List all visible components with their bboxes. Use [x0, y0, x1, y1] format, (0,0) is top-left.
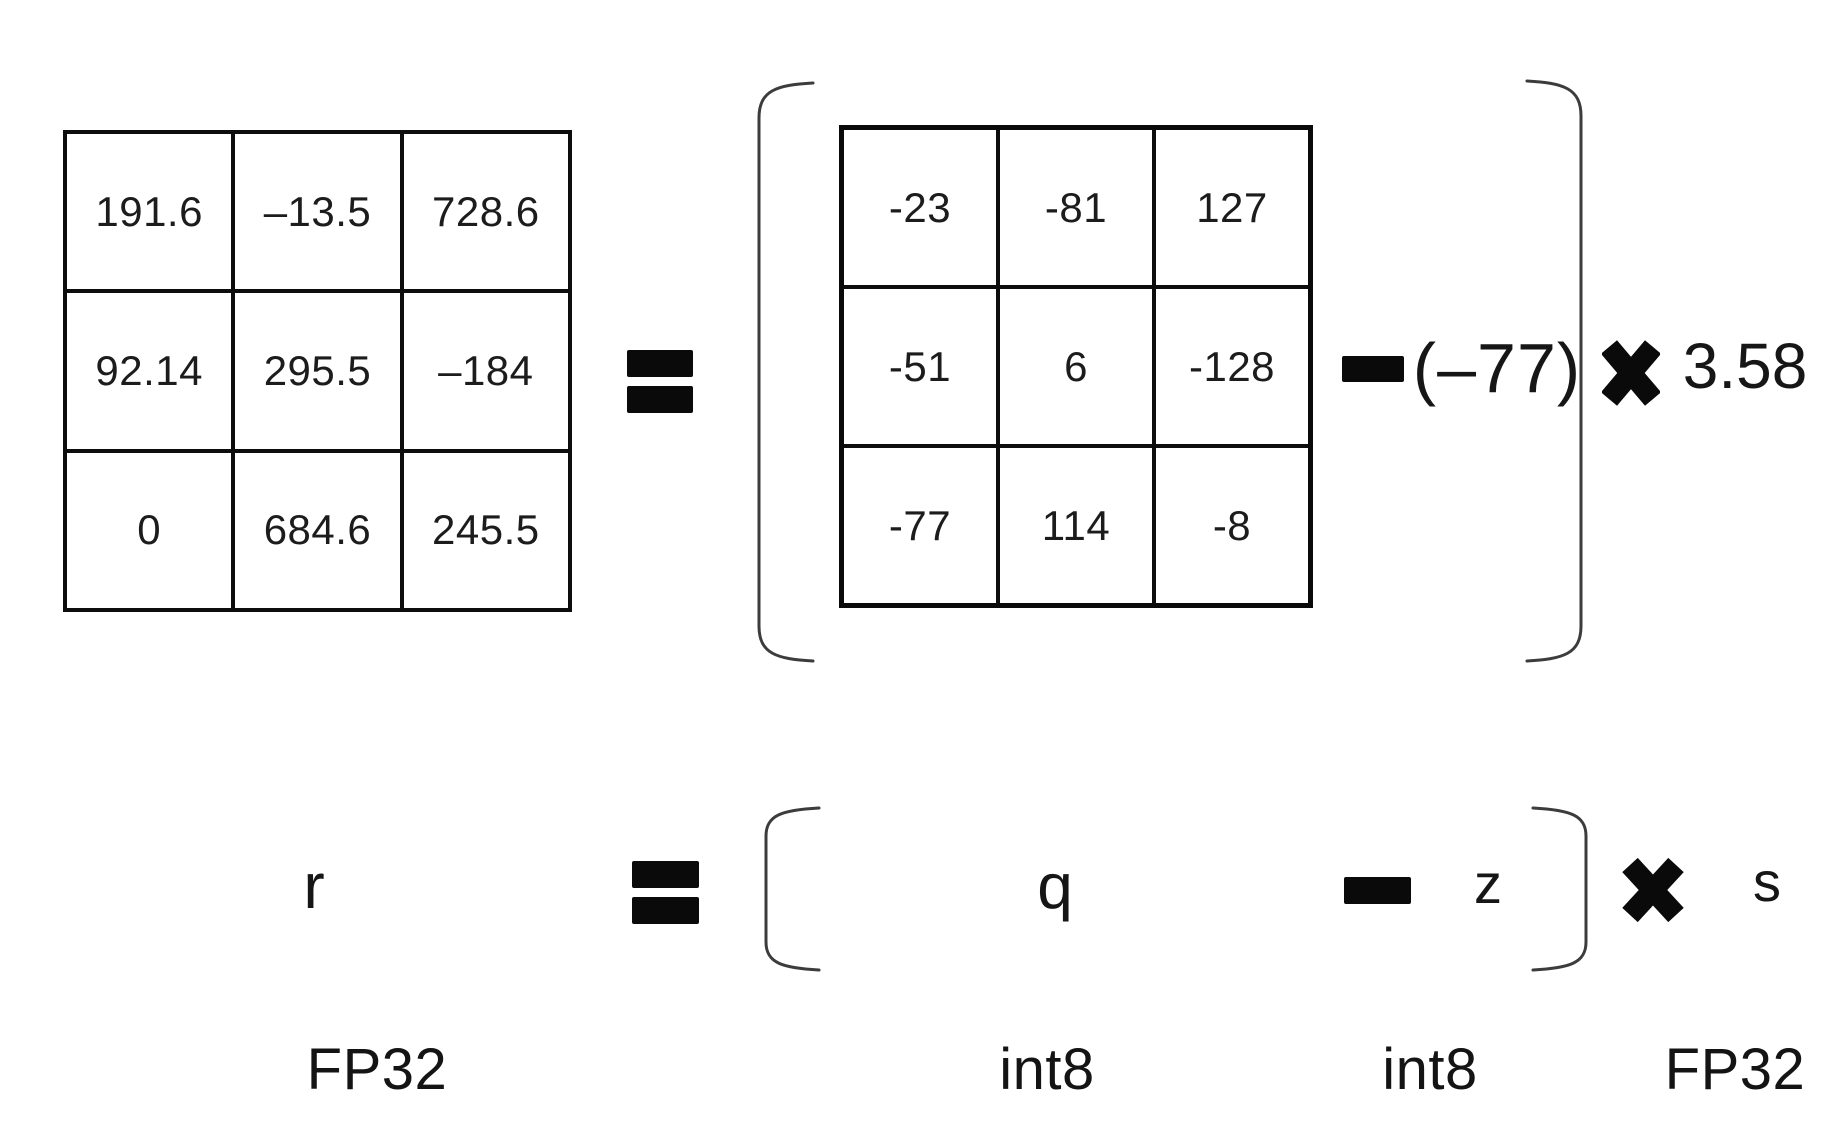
- matrix-cell: 6: [1000, 289, 1152, 444]
- right-bracket-icon: [1525, 79, 1583, 663]
- matrix-cell: -8: [1156, 448, 1308, 603]
- matrix-cell: -23: [844, 130, 996, 285]
- label-int8-z: int8: [1382, 1037, 1478, 1102]
- matrix-cell: 92.14: [67, 293, 232, 449]
- matrix-cell: 127: [1156, 130, 1308, 285]
- matrix-cell: 114: [1000, 448, 1152, 603]
- matrix-cell: 245.5: [403, 452, 568, 608]
- label-int8-q: int8: [999, 1037, 1095, 1102]
- equals-bar: [627, 350, 693, 377]
- matrix-cell: 191.6: [67, 134, 232, 290]
- symbol-s: s: [1753, 850, 1781, 913]
- equals-icon: [627, 350, 693, 413]
- matrix-cell: 0: [67, 452, 232, 608]
- int8-matrix: -23 -81 127 -51 6 -128 -77 114 -8: [839, 125, 1313, 608]
- label-fp32-r: FP32: [306, 1037, 448, 1102]
- label-fp32-s: FP32: [1664, 1037, 1806, 1102]
- scale-value: 3.58: [1682, 330, 1808, 402]
- matrix-cell: -77: [844, 448, 996, 603]
- multiply-icon: [1622, 857, 1684, 923]
- symbol-z: z: [1474, 852, 1502, 915]
- symbol-q: q: [1037, 850, 1073, 922]
- right-bracket-small-icon: [1531, 806, 1588, 972]
- zero-point-value: (–77): [1412, 329, 1582, 407]
- matrix-cell: 728.6: [403, 134, 568, 290]
- fp32-matrix: 191.6 –13.5 728.6 92.14 295.5 –184 0 684…: [63, 130, 572, 612]
- left-bracket-icon: [757, 81, 815, 663]
- symbol-r: r: [303, 850, 325, 922]
- matrix-cell: -81: [1000, 130, 1152, 285]
- matrix-cell: 295.5: [235, 293, 400, 449]
- equals-bar: [632, 861, 699, 888]
- minus-icon: [1344, 877, 1411, 904]
- matrix-cell: -128: [1156, 289, 1308, 444]
- matrix-cell: -51: [844, 289, 996, 444]
- minus-icon: [1342, 356, 1404, 382]
- multiply-icon: [1602, 340, 1660, 406]
- left-bracket-small-icon: [764, 806, 821, 972]
- equals-icon: [632, 861, 699, 924]
- matrix-cell: 684.6: [235, 452, 400, 608]
- matrix-cell: –13.5: [235, 134, 400, 290]
- equals-bar: [627, 386, 693, 413]
- equals-bar: [632, 897, 699, 924]
- matrix-cell: –184: [403, 293, 568, 449]
